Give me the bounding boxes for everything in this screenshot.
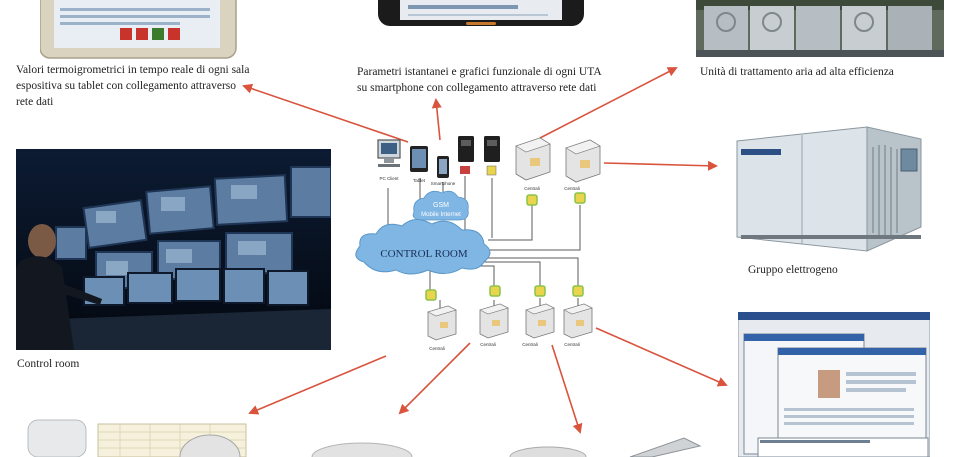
device-label-pc: PC Client <box>379 176 399 181</box>
control-room-cloud-label: CONTROL ROOM <box>380 248 468 260</box>
arrow-to-generator <box>603 160 718 171</box>
sensor-bottom-2 <box>489 285 501 297</box>
arrow-to-smartphone <box>431 98 442 141</box>
generator-caption: Gruppo elettrogeno <box>748 264 838 276</box>
sensor-top-1 <box>526 194 538 206</box>
smartphone-caption: Parametri istantanei e grafici funzional… <box>357 66 602 94</box>
gsm-label: GSM <box>433 202 449 209</box>
central-label-bottom-4: Centrali <box>564 342 580 347</box>
arrow-to-humidity-sensors <box>248 355 387 415</box>
device-label-tablet: Tablet <box>413 178 426 183</box>
control-panel-icon <box>458 136 474 174</box>
tablet-caption: Valori termoigrometrici in tempo reale d… <box>16 64 250 108</box>
central-unit-icon-bottom-1 <box>427 305 457 341</box>
smartphone-photo <box>378 0 584 26</box>
pc-client-icon <box>377 139 401 167</box>
central-label-bottom-1: Centrali <box>429 346 445 351</box>
sensor-top-2 <box>574 192 586 204</box>
central-unit-icon-top-1 <box>515 137 551 181</box>
central-label-bottom-2: Centrali <box>480 342 496 347</box>
central-label-bottom-3: Centrali <box>522 342 538 347</box>
sensor-bottom-3 <box>534 285 546 297</box>
control-room-cloud-icon <box>355 219 491 275</box>
control-room-caption: Control room <box>17 358 80 370</box>
central-label-top-2: Centrali <box>564 186 580 191</box>
uta-caption: Unità di trattamento aria ad alta effici… <box>700 66 894 78</box>
gsm-sublabel: Mobile Internet <box>421 212 461 218</box>
bottom-devices-photo <box>27 419 702 457</box>
smartphone-icon <box>437 156 449 178</box>
device-label-smartphone: Smartphone <box>431 181 456 186</box>
tablet-icon <box>410 146 428 172</box>
sensor-bottom-1 <box>425 289 437 301</box>
central-unit-icon-bottom-4 <box>563 303 593 339</box>
generator-photo <box>736 126 922 252</box>
software-screens-photo <box>738 312 930 457</box>
control-panel-icon-2 <box>484 136 500 176</box>
central-unit-icon-top-2 <box>565 139 601 183</box>
air-handling-unit-photo <box>696 0 944 57</box>
tablet-photo <box>40 0 237 59</box>
central-unit-icon-bottom-2 <box>479 303 509 339</box>
arrow-to-software <box>595 327 728 387</box>
control-room-photo <box>16 149 331 350</box>
central-unit-icon-bottom-3 <box>525 303 555 339</box>
sensor-bottom-4 <box>572 285 584 297</box>
arrow-to-ceiling-sensor <box>398 342 471 415</box>
central-label-top-1: Centrali <box>524 186 540 191</box>
gsm-cloud-icon <box>412 190 469 221</box>
